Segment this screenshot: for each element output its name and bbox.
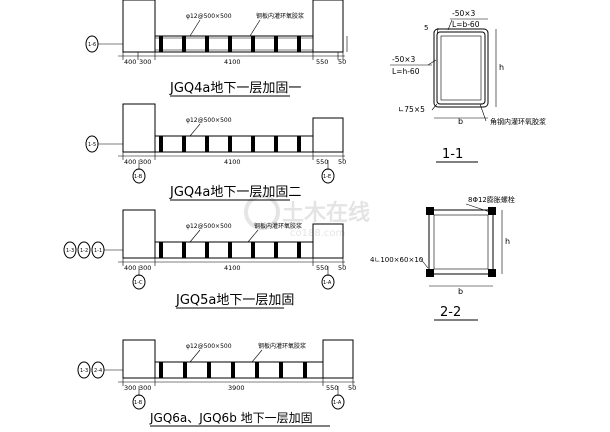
axis-bottom-left: 1-B	[134, 174, 143, 180]
section-2-2: 8Φ12膨胀螺栓 4∟100×60×10 b h 2-2	[370, 195, 515, 321]
elevation-title: JGQ5a地下一层加固	[175, 293, 294, 308]
bolt-row	[159, 36, 301, 52]
dim-3: 4100	[224, 58, 241, 66]
adhesive-note: 钢板内灌环氧胶浆	[254, 222, 302, 230]
axis-bottom-right: 1-E	[323, 174, 331, 180]
dim-1: 300	[124, 384, 136, 392]
column-core	[433, 214, 489, 270]
axis-bottom-left: 1-B	[134, 400, 143, 406]
plate-note: φ12@500×500	[186, 223, 232, 230]
steel-jacket	[433, 28, 489, 108]
dim-h: h	[505, 237, 510, 246]
dim-3: 4100	[224, 158, 241, 166]
bolt-row	[159, 242, 301, 258]
bolt-row	[159, 362, 307, 378]
section-title: 2-2	[440, 305, 461, 320]
elevation-3: φ12@500×500 钢板内灌环氧胶浆 400 300 4100 550 50…	[63, 209, 346, 309]
axis-left: 1-5	[88, 142, 96, 148]
watermark: 土木在线 co188.com	[244, 194, 370, 239]
side-plate-len: L=h-60	[392, 67, 420, 76]
plate-note: φ12@500×500	[186, 343, 232, 350]
dim-h: h	[499, 63, 504, 72]
top-plate-len: L=b-60	[452, 20, 480, 29]
wall-beam	[154, 361, 324, 379]
axis-left-2: 1-2	[80, 248, 88, 254]
wall-beam	[154, 35, 314, 53]
left-column	[122, 209, 156, 259]
elevation-title: JGQ6a、JGQ6b 地下一层加固	[149, 411, 313, 425]
axis-bottom-right: 1-A	[333, 400, 342, 406]
dim-5: 50	[338, 158, 346, 166]
dim-3: 3900	[228, 384, 245, 392]
right-column	[312, 0, 344, 53]
angle: 4∟100×60×10	[370, 256, 423, 264]
right-column	[322, 339, 354, 379]
axis-left-1: 1-3	[80, 368, 88, 374]
right-column	[312, 117, 344, 153]
column-core	[440, 35, 482, 101]
section-title: 1-1	[442, 147, 463, 162]
elevation-4: φ12@500×500 钢板内灌环氧胶浆 300 300 3900 550 50…	[77, 339, 356, 427]
wall-beam	[154, 241, 314, 259]
dim-4: 550	[326, 384, 338, 392]
dim-4: 550	[316, 158, 328, 166]
column-outline	[428, 209, 494, 275]
dim-b: b	[458, 117, 463, 126]
dim-1: 400	[124, 58, 136, 66]
dim-2: 300	[139, 384, 151, 392]
dim-4: 550	[316, 58, 328, 66]
left-column	[122, 0, 156, 53]
adhesive: 角钢内灌环氧胶浆	[490, 117, 546, 126]
axis-bottom-right: 1-A	[323, 280, 332, 286]
axis-left: 1-6	[88, 42, 96, 48]
plate-note: φ12@500×500	[186, 13, 232, 20]
dim-3: 4100	[224, 264, 241, 272]
small-dim: 5	[424, 24, 428, 32]
dim-1: 400	[124, 158, 136, 166]
bolts: 8Φ12膨胀螺栓	[468, 195, 515, 204]
dim-5: 50	[338, 58, 346, 66]
dim-1: 400	[124, 264, 136, 272]
elevation-title: JGQ4a地下一层加固二	[169, 185, 301, 200]
left-column	[122, 339, 156, 379]
elevation-1: φ12@500×500 钢板内灌环氧胶浆 400 300 4100 550 50…	[85, 0, 348, 97]
watermark-text: 土木在线	[282, 200, 370, 226]
dim-b: b	[458, 287, 463, 296]
right-column	[312, 223, 344, 259]
dim-5: 50	[338, 264, 346, 272]
axis-bottom-left: 1-C	[134, 280, 143, 286]
dim-2: 300	[139, 158, 151, 166]
top-plate: -50×3	[452, 9, 476, 18]
axis-left-3: 1-1	[94, 248, 102, 254]
elevation-2: φ12@500×500 400 300 4100 550 50 1-5 1-B …	[85, 103, 346, 201]
column-outline	[436, 31, 486, 105]
elevation-title: JGQ4a地下一层加固一	[169, 81, 301, 96]
dim-4: 550	[316, 264, 328, 272]
left-column	[122, 103, 156, 153]
section-1-1: 5 -50×3 L=b-60 -50×3 L=h-60 ∟75×5 角钢内灌环氧…	[390, 9, 546, 163]
adhesive-note: 钢板内灌环氧胶浆	[256, 12, 304, 20]
dim-2: 300	[139, 264, 151, 272]
dim-5: 50	[348, 384, 356, 392]
wall-beam	[154, 135, 314, 153]
side-plate: -50×3	[392, 55, 416, 64]
dim-2: 300	[139, 58, 151, 66]
watermark-url: co188.com	[290, 228, 345, 239]
axis-left-1: 1-3	[66, 248, 74, 254]
axis-left-2: 2-4	[94, 368, 102, 374]
corner-angle: ∟75×5	[398, 105, 425, 114]
plate-note: φ12@500×500	[186, 117, 232, 124]
adhesive-note: 钢板内灌环氧胶浆	[258, 342, 306, 350]
bolt-row	[159, 136, 301, 152]
